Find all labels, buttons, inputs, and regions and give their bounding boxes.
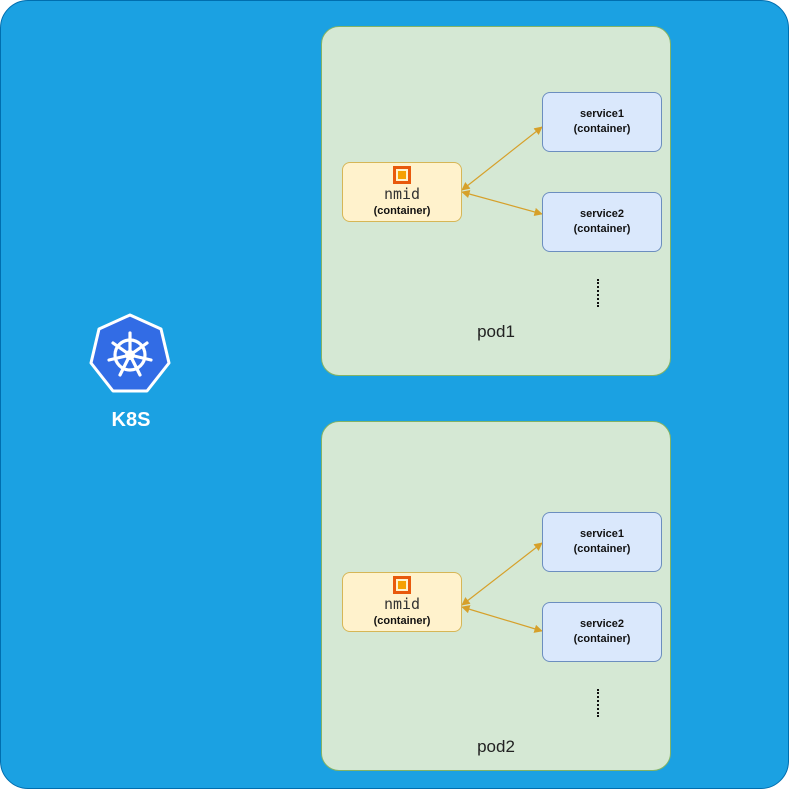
more-services-ellipsis: [597, 689, 599, 717]
nmid-name: nmid: [383, 595, 421, 613]
service-subtitle: (container): [573, 543, 631, 555]
service1-container[interactable]: service1 (container): [542, 92, 662, 152]
connection-nmid-service1: [461, 126, 543, 191]
service-name: service1: [579, 108, 625, 120]
more-services-ellipsis: [597, 279, 599, 307]
nmid-subtitle: (container): [373, 615, 431, 627]
nmid-logo-icon: [393, 576, 411, 594]
connection-nmid-service2: [461, 189, 543, 217]
service2-container[interactable]: service2 (container): [542, 602, 662, 662]
nmid-container[interactable]: nmid (container): [342, 572, 462, 632]
pod-2[interactable]: nmid (container) service1 (container) se…: [321, 421, 671, 771]
pod-label: pod2: [477, 737, 515, 756]
nmid-name: nmid: [383, 185, 421, 203]
nmid-logo-icon: [393, 166, 411, 184]
service-name: service1: [579, 528, 625, 540]
pod-1[interactable]: nmid (container) service1 (container) se…: [321, 26, 671, 376]
service1-container[interactable]: service1 (container): [542, 512, 662, 572]
pod-label: pod1: [477, 322, 515, 341]
connection-nmid-service1: [461, 542, 543, 606]
service-name: service2: [579, 208, 625, 220]
kubernetes-icon: [89, 313, 171, 393]
service-name: service2: [579, 618, 625, 630]
service-subtitle: (container): [573, 223, 631, 235]
nmid-subtitle: (container): [373, 205, 431, 217]
connection-nmid-service2: [461, 605, 543, 633]
pod-2-connections: [461, 542, 543, 633]
k8s-label: K8S: [111, 409, 151, 431]
nmid-container[interactable]: nmid (container): [342, 162, 462, 222]
pod-1-connections: [461, 126, 543, 217]
service2-container[interactable]: service2 (container): [542, 192, 662, 252]
service-subtitle: (container): [573, 123, 631, 135]
service-subtitle: (container): [573, 633, 631, 645]
